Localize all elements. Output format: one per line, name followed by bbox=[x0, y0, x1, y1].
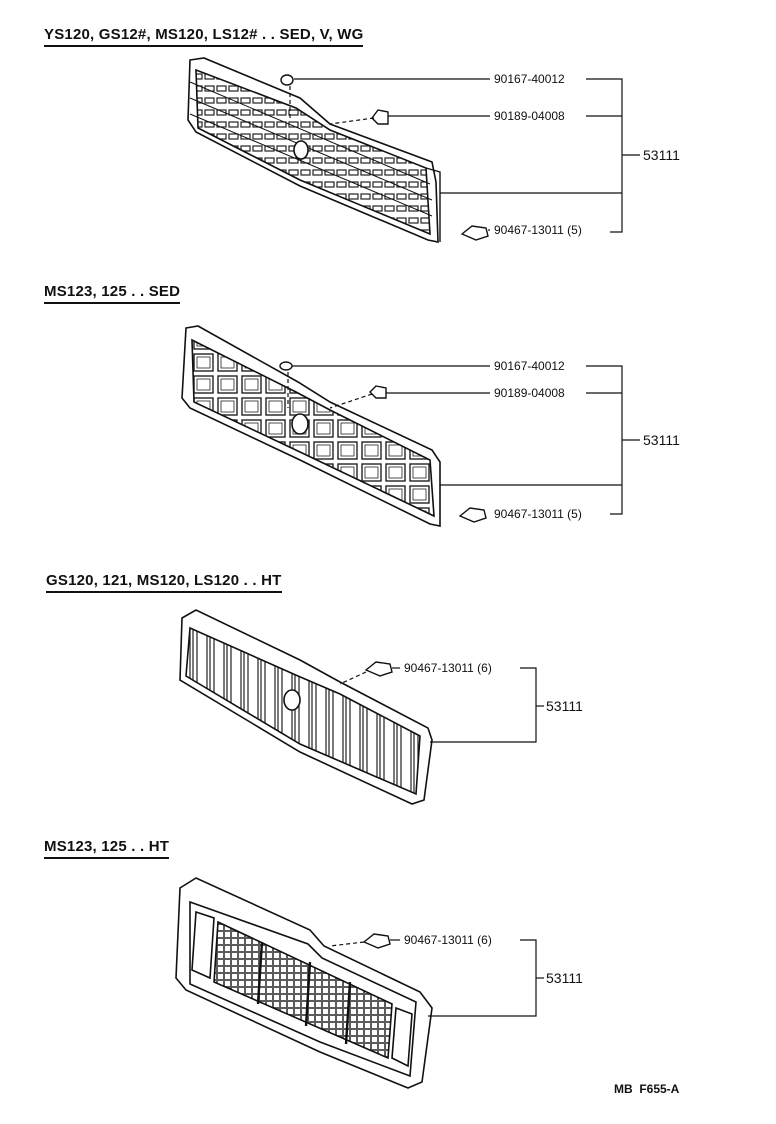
fastener-icons-1 bbox=[280, 74, 489, 241]
part-number-90467-13011: 90467-13011 (5) bbox=[494, 507, 582, 521]
part-number-90167-40012: 90167-40012 bbox=[494, 359, 565, 373]
figure-code: MB F655-A bbox=[614, 1082, 680, 1096]
section-2-heading: MS123, 125 . . SED bbox=[44, 283, 181, 304]
part-number-90467-13011: 90467-13011 (6) bbox=[404, 933, 492, 947]
grille-2 bbox=[181, 325, 441, 527]
part-number-90467-13011: 90467-13011 (6) bbox=[404, 661, 492, 675]
leader-lines-4 bbox=[329, 939, 544, 1017]
assembly-number: 53111 bbox=[546, 970, 583, 986]
assembly-number: 53111 bbox=[643, 432, 680, 448]
section-3-heading: GS120, 121, MS120, LS120 . . HT bbox=[46, 572, 282, 593]
grille-4 bbox=[175, 877, 433, 1089]
fastener-icons-2 bbox=[279, 361, 487, 523]
part-number-90167-40012: 90167-40012 bbox=[494, 72, 565, 86]
grille-1 bbox=[187, 57, 441, 243]
leader-lines-3 bbox=[339, 667, 544, 743]
fastener-icons-3 bbox=[364, 661, 393, 677]
part-number-90189-04008: 90189-04008 bbox=[494, 386, 565, 400]
grille-3 bbox=[179, 609, 433, 805]
section-1-heading: YS120, GS12#, MS120, LS12# . . SED, V, W… bbox=[44, 26, 364, 47]
leader-lines-1 bbox=[289, 78, 640, 233]
leader-lines-2 bbox=[287, 365, 640, 515]
part-number-90467-13011: 90467-13011 (5) bbox=[494, 223, 582, 237]
fastener-icons-4 bbox=[362, 933, 391, 949]
assembly-number: 53111 bbox=[643, 147, 680, 163]
part-number-90189-04008: 90189-04008 bbox=[494, 109, 565, 123]
section-4-heading: MS123, 125 . . HT bbox=[44, 838, 170, 859]
assembly-number: 53111 bbox=[546, 698, 583, 714]
